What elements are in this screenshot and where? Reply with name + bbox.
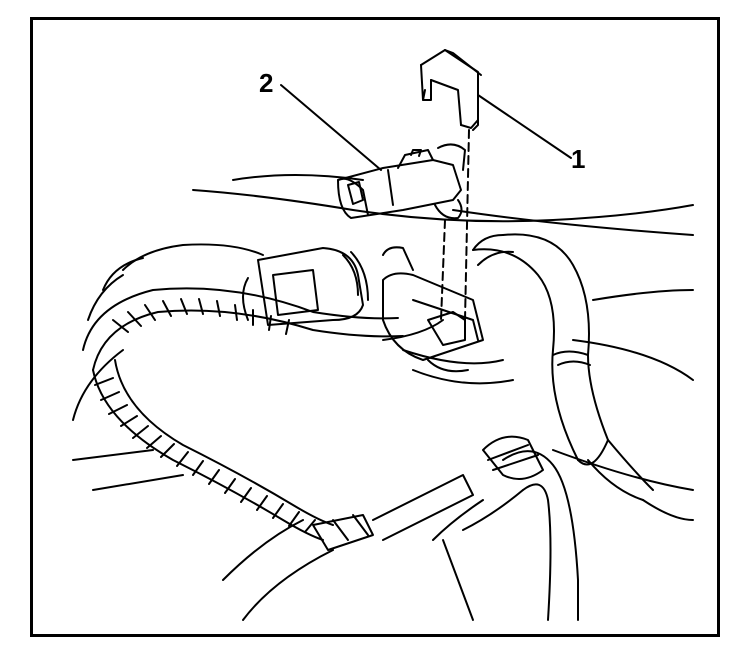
lower-hose [442,435,579,621]
figure-frame: 1 2 [30,17,720,637]
sensor-icon [337,143,466,220]
engine-illustration [72,49,694,621]
clip-icon [420,49,482,131]
background-contours [72,174,694,621]
callout-label-2: 2 [259,68,274,98]
wire-harness-icon [82,287,474,551]
leader-lines [280,84,572,171]
installation-guide-lines [440,129,470,321]
callout-label-1: 1 [571,144,586,174]
connector-icon [242,247,369,326]
hose-icon [472,233,654,501]
bracket-icon [382,246,484,373]
